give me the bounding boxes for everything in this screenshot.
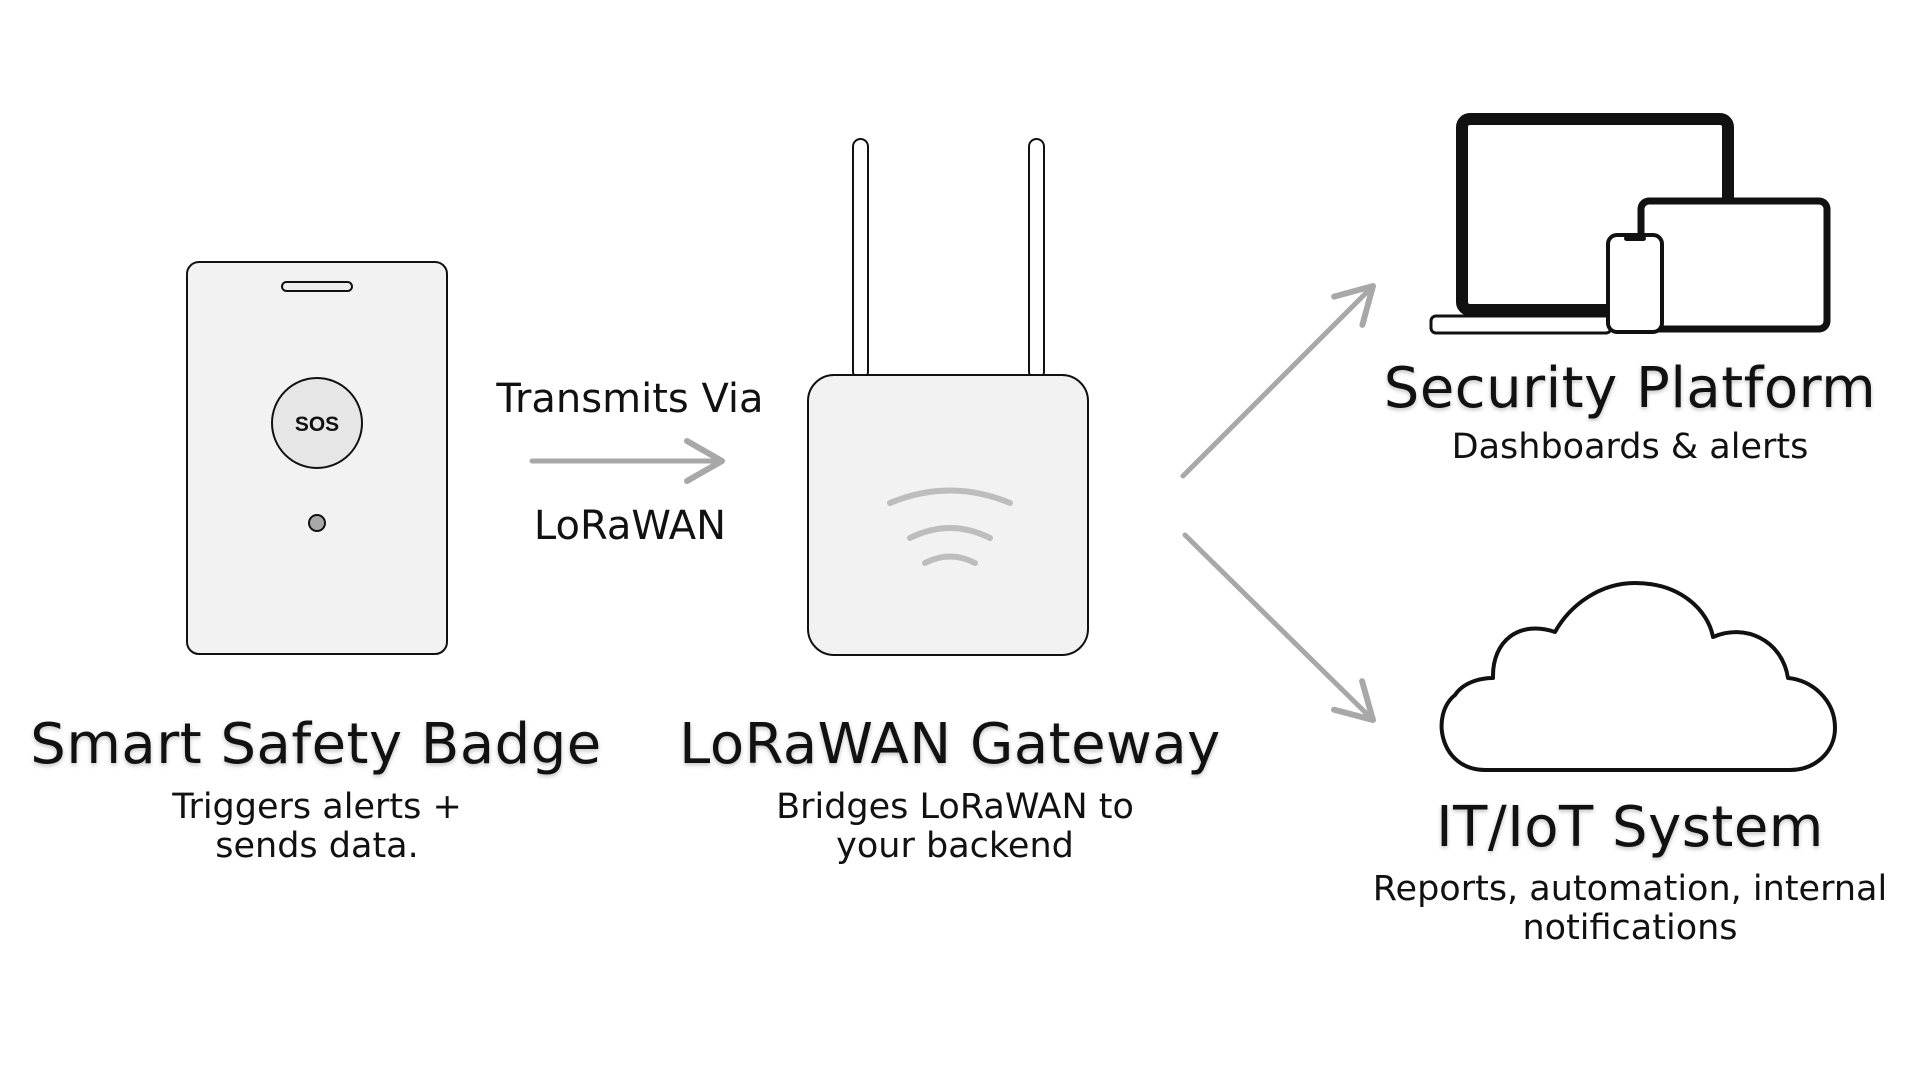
phone	[1606, 233, 1664, 334]
gateway-antenna-left	[852, 138, 869, 380]
phone-notch	[1624, 236, 1646, 241]
gateway-antenna-right	[1028, 138, 1045, 380]
gateway-title: LoRaWAN Gateway	[679, 712, 1221, 777]
gateway-body	[807, 374, 1089, 656]
badge-title: Smart Safety Badge	[30, 712, 602, 777]
laptop-base	[1429, 314, 1613, 335]
badge-subtitle: Triggers alerts + sends data.	[172, 787, 462, 866]
sos-button-label: SOS	[295, 413, 339, 436]
tablet	[1637, 197, 1831, 333]
iot-system-subtitle: Reports, automation, internal notificati…	[1372, 869, 1888, 948]
badge-led	[308, 514, 326, 532]
arrow-to-iot-system	[1182, 532, 1376, 723]
gateway-icon	[807, 138, 1089, 656]
security-platform-title: Security Platform	[1383, 356, 1877, 421]
sos-button[interactable]	[271, 377, 363, 469]
badge-icon: SOS	[186, 261, 448, 655]
gateway-subtitle: Bridges LoRaWAN to your backend	[776, 787, 1134, 866]
transmit-label-bottom: LoRaWAN	[533, 503, 727, 549]
cloud-icon	[1439, 581, 1837, 772]
devices-icon	[1429, 113, 1831, 335]
security-platform-subtitle: Dashboards & alerts	[1451, 427, 1809, 467]
wifi-icon	[887, 487, 1013, 566]
iot-system-title: IT/IoT System	[1436, 795, 1824, 860]
arrow-to-security-platform	[1180, 283, 1376, 479]
badge-slot	[281, 281, 353, 292]
transmit-label-top: Transmits Via	[496, 376, 764, 422]
